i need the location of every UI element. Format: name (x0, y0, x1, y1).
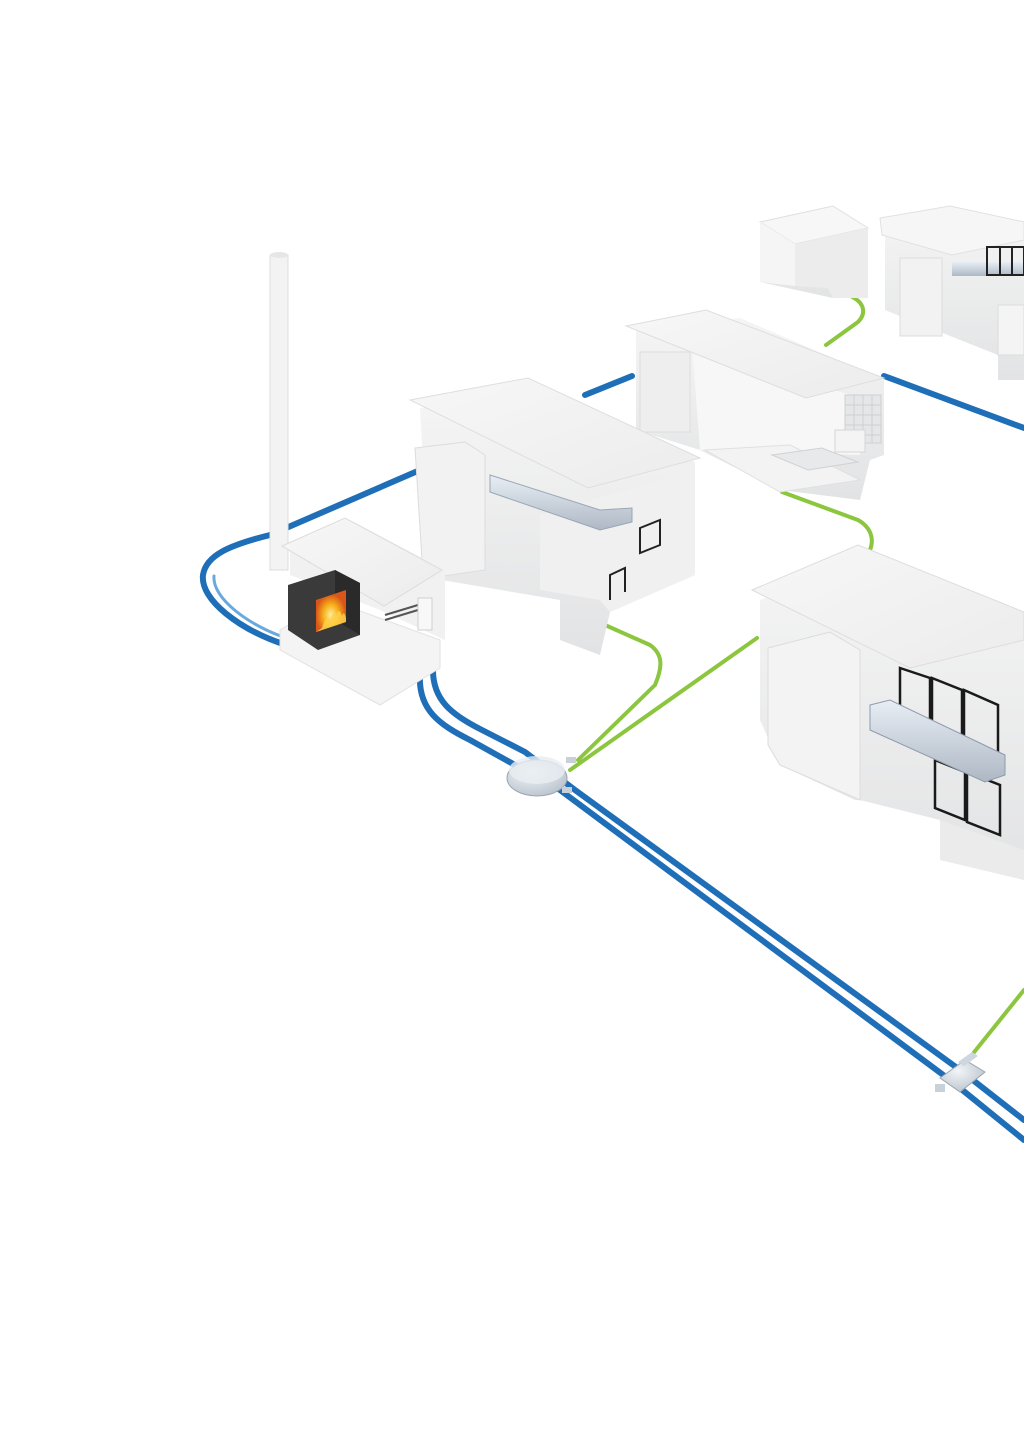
boiler-fire-icon (288, 570, 360, 650)
pipe-junction-icon (506, 756, 576, 797)
house-middle (624, 309, 886, 500)
window-left-house (639, 518, 661, 555)
floor-drain-grid (770, 447, 860, 471)
supply-pipe-top-right (881, 373, 1024, 431)
connection-pipe-shed (824, 293, 866, 347)
door-left-house (609, 566, 626, 600)
pipe-tee-icon (935, 1052, 986, 1093)
supply-pipe-loop-west-light (212, 574, 294, 642)
house-front-large (750, 544, 1024, 880)
connection-pipe-middle-house (780, 490, 874, 552)
connection-pipe-front-house (568, 636, 759, 772)
supply-pipe-mid (582, 373, 635, 398)
house-top-right (879, 205, 1024, 380)
heating-plant (269, 252, 445, 706)
window-top-right (986, 246, 1024, 276)
balcony-left-house (489, 474, 633, 531)
balcony-front-house (869, 699, 1006, 783)
shed-top (758, 205, 870, 298)
chimney-icon (269, 252, 289, 571)
supply-pipe-loop-west (199, 467, 423, 648)
house-left (408, 377, 702, 655)
connection-pipe-left-house (576, 623, 663, 762)
